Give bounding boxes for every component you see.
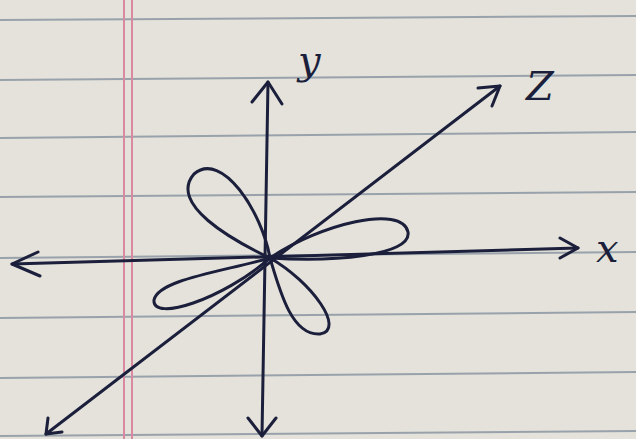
orbital-lobes: [154, 169, 408, 334]
axes: [12, 82, 578, 436]
axis-label: Z: [526, 66, 554, 106]
z-axis: [46, 86, 500, 434]
lobe: [270, 219, 408, 259]
z-arrowhead: [478, 86, 500, 106]
x-arrowhead: [560, 238, 578, 258]
y-arrowhead-bottom: [248, 418, 276, 436]
y-arrowhead: [252, 82, 282, 104]
lobe: [154, 258, 270, 309]
z-arrowhead-bottom: [46, 418, 62, 434]
axis-label: x: [596, 228, 619, 268]
axis-label: y: [298, 40, 321, 80]
x-axis: [12, 248, 578, 264]
lobe: [188, 169, 270, 258]
ruled-lines: [0, 16, 636, 436]
lobe: [270, 258, 329, 334]
x-arrowhead-left: [12, 252, 40, 276]
